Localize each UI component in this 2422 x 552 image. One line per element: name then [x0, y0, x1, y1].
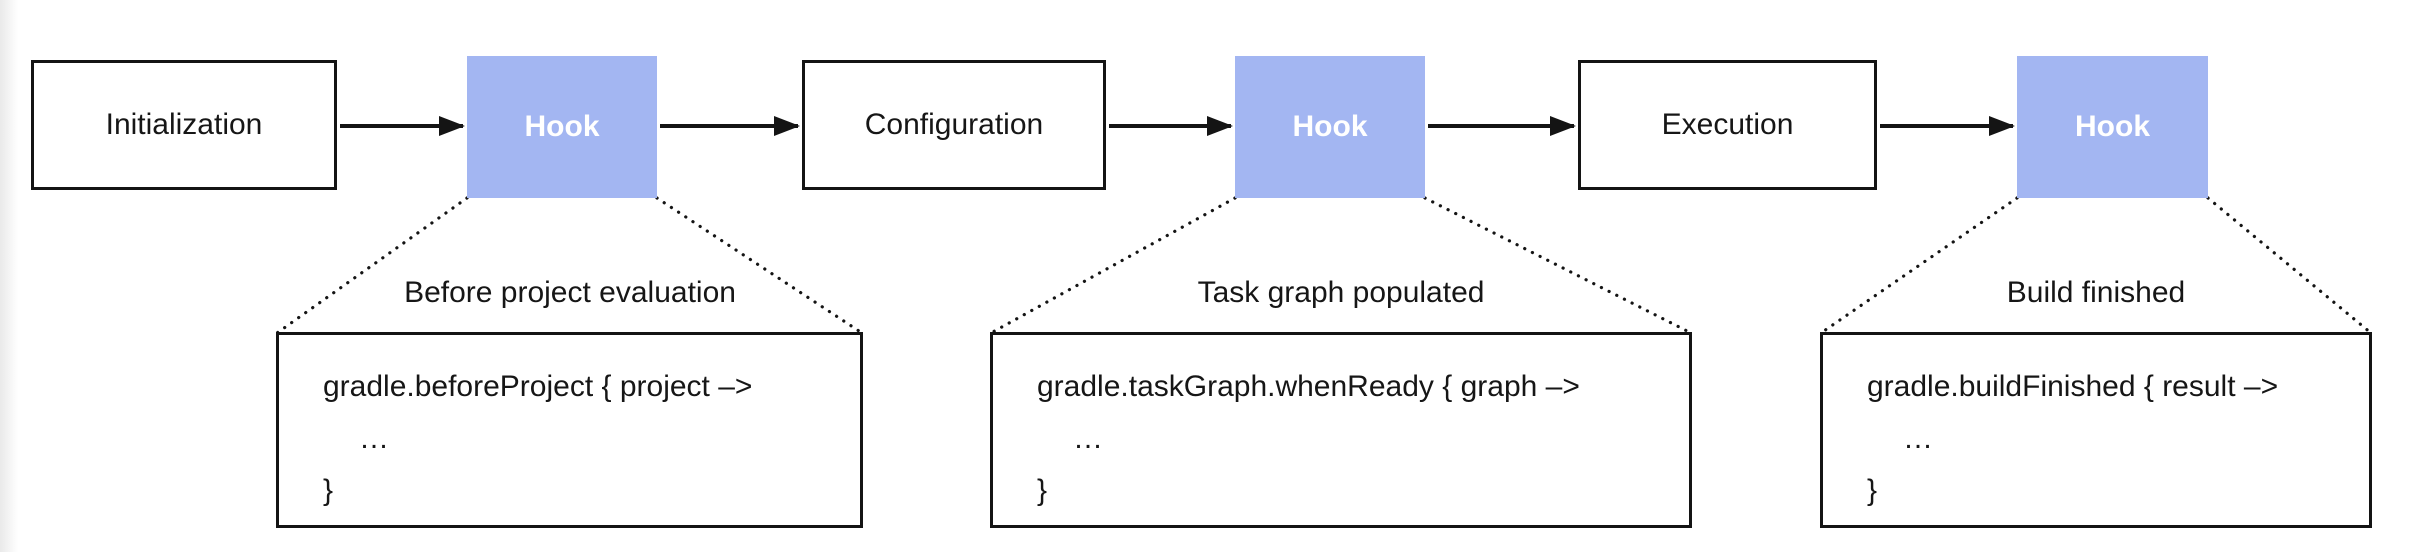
- hook-box-3: Hook: [2017, 56, 2208, 198]
- hook-label-3: Hook: [2075, 110, 2150, 143]
- callout-title-build-finished: Build finished: [2006, 276, 2186, 309]
- callout-3-left-dotted-line: [1819, 196, 2019, 335]
- code-line: gradle.buildFinished { result –>: [1867, 370, 2279, 403]
- callout-2-right-dotted-line: [1423, 196, 1693, 335]
- code-line: }: [1867, 474, 1878, 507]
- phase-label-execution: Execution: [1661, 108, 1794, 141]
- phase-label-initialization: Initialization: [105, 108, 263, 141]
- code-box-before-project: gradle.beforeProject { project –> … }: [276, 332, 863, 528]
- code-line: …: [359, 422, 389, 455]
- page-edge-shadow: [0, 0, 18, 552]
- hook-label-1: Hook: [524, 110, 600, 143]
- hook-box-2: Hook: [1235, 56, 1425, 198]
- code-box-build-finished: gradle.buildFinished { result –> … }: [1820, 332, 2372, 528]
- code-line: …: [1903, 422, 1933, 455]
- phase-box-initialization: Initialization: [31, 60, 337, 190]
- hook-label-2: Hook: [1292, 110, 1368, 143]
- code-line: gradle.taskGraph.whenReady { graph –>: [1037, 370, 1580, 403]
- code-line: …: [1073, 422, 1103, 455]
- code-line: gradle.beforeProject { project –>: [323, 370, 753, 403]
- phase-label-configuration: Configuration: [864, 108, 1044, 141]
- code-line: }: [323, 474, 334, 507]
- phase-box-configuration: Configuration: [802, 60, 1106, 190]
- callout-connectors: [275, 196, 2373, 335]
- code-line: }: [1037, 474, 1048, 507]
- callout-2-left-dotted-line: [989, 196, 1237, 335]
- callout-1-left-dotted-line: [275, 196, 469, 335]
- callout-1-right-dotted-line: [655, 196, 864, 335]
- callout-title-before-project-evaluation: Before project evaluation: [404, 276, 736, 309]
- code-box-task-graph: gradle.taskGraph.whenReady { graph –> … …: [990, 332, 1692, 528]
- phase-box-execution: Execution: [1578, 60, 1877, 190]
- callout-title-task-graph-populated: Task graph populated: [1197, 276, 1485, 309]
- callout-3-right-dotted-line: [2206, 196, 2373, 335]
- hook-box-1: Hook: [467, 56, 657, 198]
